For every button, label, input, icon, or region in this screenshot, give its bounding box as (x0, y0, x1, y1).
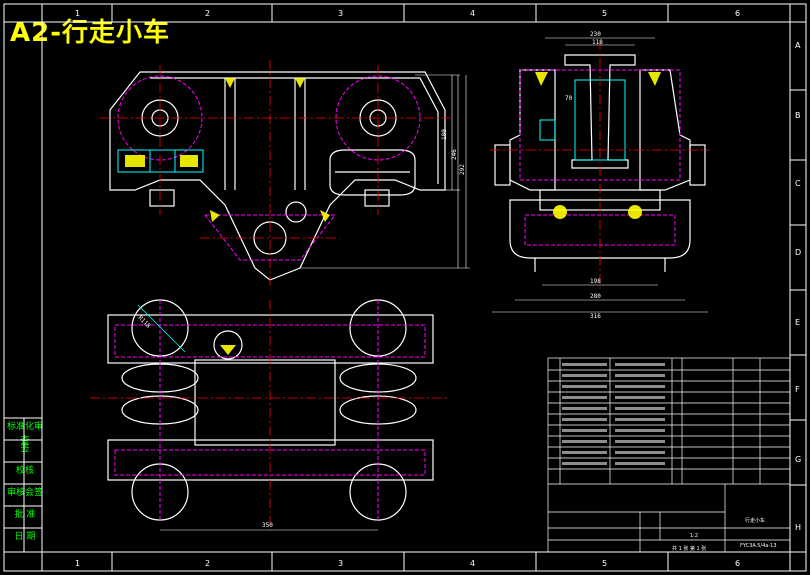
title-block-code: FYC3A.5/4a-13 (740, 543, 777, 549)
top-view: R118 350 (90, 299, 450, 531)
col-ref-2-bottom: 2 (205, 559, 210, 568)
row-ref-d: D (795, 248, 801, 257)
side-view: 230 118 198 280 316 70 (490, 31, 710, 320)
dim-front-h3: 292 (459, 164, 466, 175)
row-ref-c: C (795, 179, 801, 188)
col-ref-2: 2 (205, 9, 210, 18)
row-ref-g: G (795, 455, 801, 464)
dim-side-w3: 198 (590, 278, 601, 285)
title-block-scale: 1:2 (690, 533, 698, 539)
parts-list-rows (562, 363, 665, 465)
dim-front-h2: 246 (451, 149, 458, 160)
drawing-title: A2-行走小车 (10, 18, 171, 48)
dim-side-w5: 316 (590, 313, 601, 320)
front-view: 180 246 292 (100, 60, 470, 290)
col-ref-1: 1 (75, 9, 80, 18)
title-block-sheet: 共 1 张 第 1 张 (672, 545, 706, 552)
row-ref-e: E (795, 318, 800, 327)
col-ref-1-bottom: 1 (75, 559, 80, 568)
dim-side-w4: 280 (590, 293, 601, 300)
col-ref-4-bottom: 4 (470, 559, 475, 568)
row-ref-h: H (795, 523, 801, 532)
row-ref-f: F (795, 385, 800, 394)
dim-side-small: 70 (565, 95, 573, 102)
side-label-standard: 标准化审查 (6, 422, 43, 446)
col-ref-3-bottom: 3 (338, 559, 343, 568)
title-block (547, 357, 791, 553)
row-refs: A B C D E F G H (795, 41, 801, 532)
title-block-name: 行走小车 (745, 517, 765, 524)
dim-side-w2: 118 (592, 39, 603, 46)
col-ref-5: 5 (602, 9, 607, 18)
col-ref-3: 3 (338, 9, 343, 18)
dim-front-h1: 180 (441, 129, 448, 140)
col-ref-6-bottom: 6 (735, 559, 740, 568)
col-ref-5-bottom: 5 (602, 559, 607, 568)
side-label-date: 日 期 (14, 532, 36, 542)
side-label-review: 审核会签 (6, 488, 43, 498)
dim-top-w: 350 (262, 522, 273, 529)
row-ref-b: B (795, 111, 801, 120)
row-ref-a: A (795, 41, 801, 50)
side-label-check: 校核 (15, 466, 34, 476)
side-label-sign: 签 (20, 444, 30, 454)
side-label-approve: 批 准 (14, 510, 36, 520)
col-ref-4: 4 (470, 9, 475, 18)
col-ref-6: 6 (735, 9, 740, 18)
column-refs: 1 2 3 4 5 6 1 2 3 4 5 6 (75, 9, 740, 568)
dim-side-w1: 230 (590, 31, 601, 38)
